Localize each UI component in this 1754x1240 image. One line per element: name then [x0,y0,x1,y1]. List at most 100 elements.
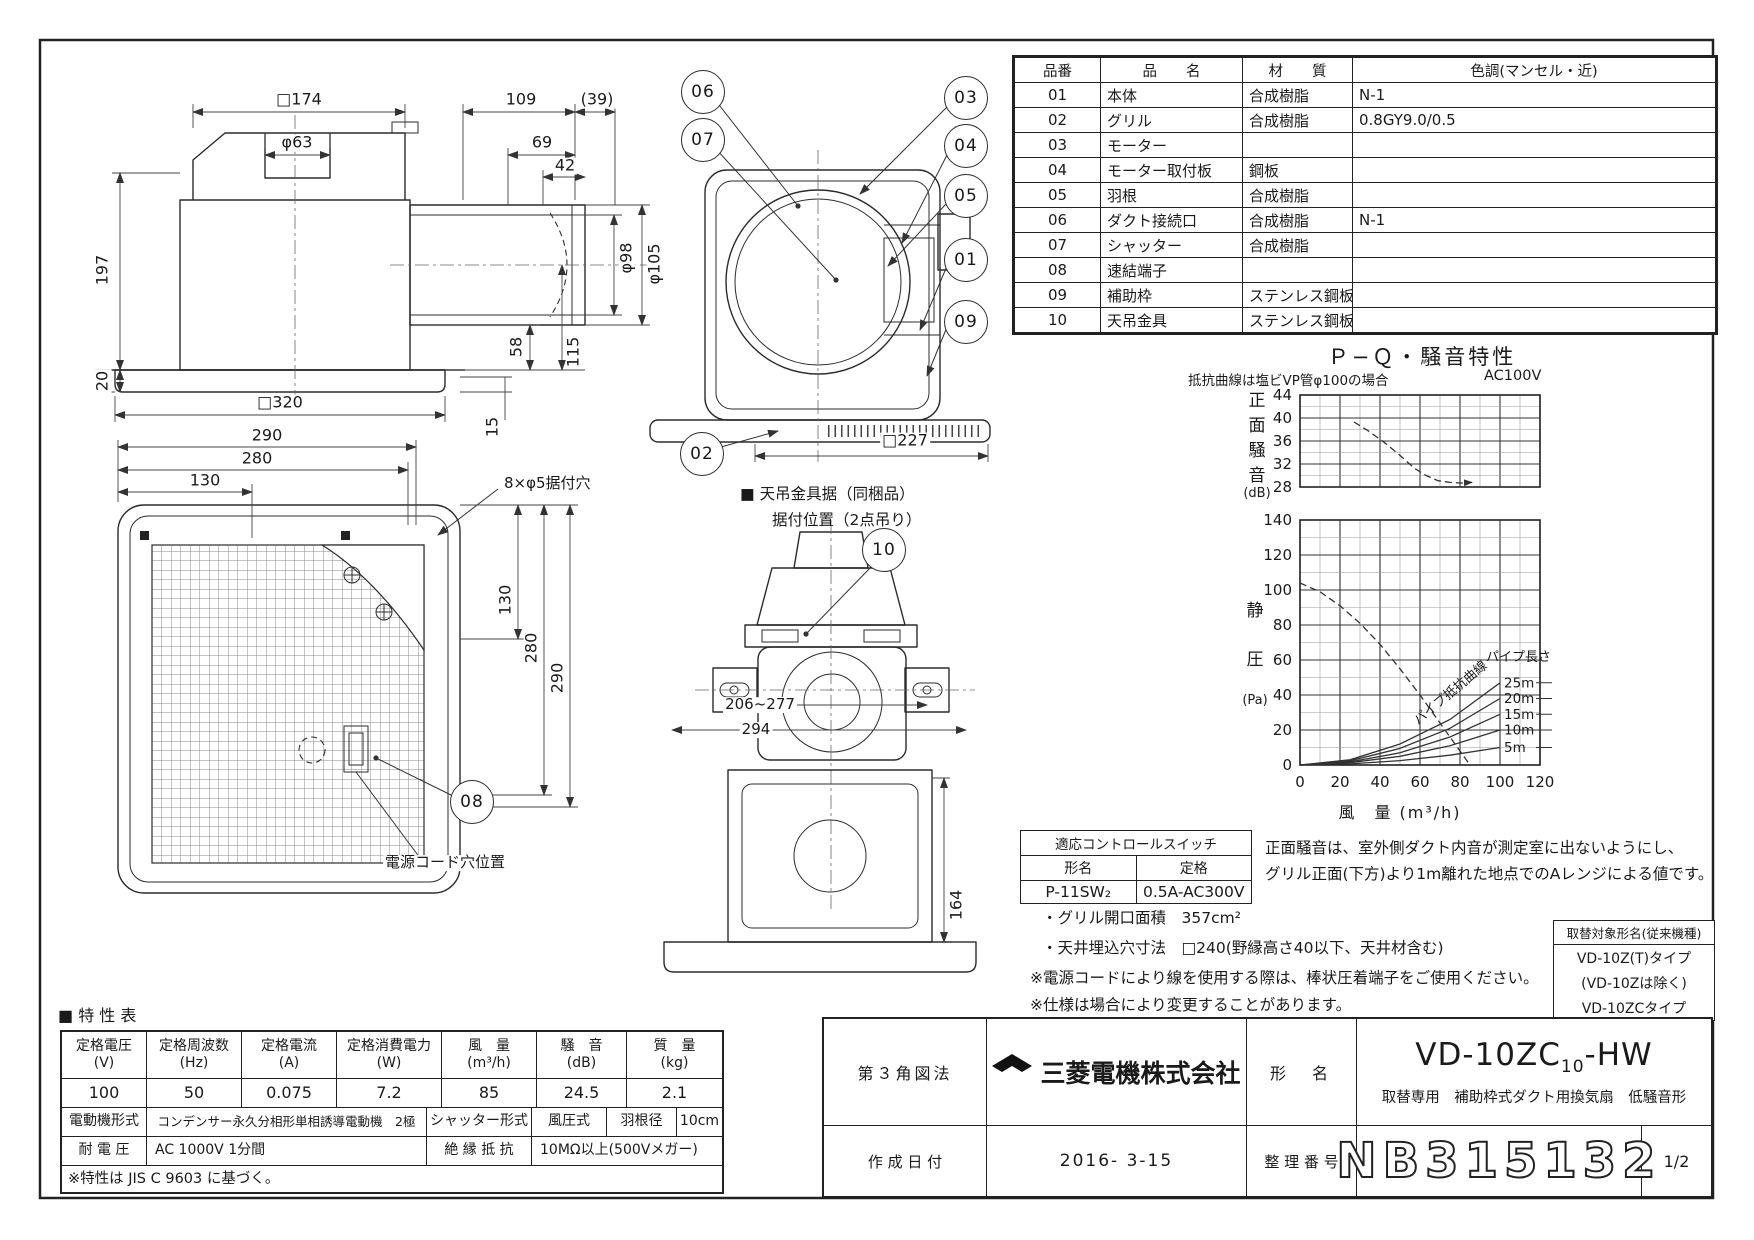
svg-text:44: 44 [1273,386,1292,404]
parts-cell: 羽根 [1100,182,1243,208]
chart-footnote-2: グリル正面(下方)より1m離れた地点でのAレンジによる値です。 [1265,865,1714,883]
pipe-length-label: 20m [1504,691,1534,707]
dim-label: φ105 [644,241,664,287]
dim-label: 8×φ5据付穴 [502,474,593,493]
parts-cell: 04 [1014,157,1101,183]
parts-cell: N-1 [1352,207,1716,233]
spec-row3-cell: 10cm [679,1113,720,1130]
serial-label: 整 理 番 号 [1247,1126,1357,1196]
page-number: 1/2 [1663,1151,1690,1171]
view-front-grille [117,440,578,894]
parts-cell: 05 [1014,182,1101,208]
title-block: 第３角図法 三菱電機株式会社 形 名 VD-10ZC10-HW 取替専用 補助枠… [822,1017,1713,1198]
dim-label: φ63 [279,132,315,152]
view-cross-section [649,100,991,462]
dim-label: 20 [92,368,112,394]
dim-label: □227 [880,430,930,450]
balloon-10: 10 [862,528,906,572]
spec-row3-cell: シャッター形式 [427,1108,532,1136]
model-description: 取替専用 補助枠式ダクト用換気扇 低騒音形 [1381,1090,1687,1107]
balloon-01: 01 [944,238,988,282]
dim-label: φ98 [616,240,636,276]
dim-label: (39) [578,89,616,109]
pipe-length-title: パイプ長さ [1486,650,1551,665]
spec-value-cell: 85 [442,1079,537,1107]
parts-cell [1352,282,1716,308]
parts-cell [1352,307,1716,333]
parts-cell: 07 [1014,232,1101,258]
dim-label: 69 [529,132,555,152]
dim-label: 130 [495,582,515,618]
chart-ylabel-noise: 正面騒音(dB) [1238,386,1276,501]
dim-label: 290 [249,425,285,445]
balloon-08: 08 [450,780,494,824]
dim-label: 130 [187,470,223,490]
chart-note: 抵抗曲線は塩ビVP管φ100の場合 [1188,373,1389,389]
replacement-models-box: 取替対象形名(従来機種) VD-10Z(T)タイプ (VD-10Zは除く) VD… [1553,920,1715,1021]
spec-row3-cell: コンデンサー永久分相形単相誘導電動機 2極 [147,1108,427,1136]
svg-text:36: 36 [1273,432,1292,450]
svg-text:100: 100 [1263,581,1292,599]
chart-ylabel-pressure: 静圧(Pa) [1234,596,1276,708]
ylabel-char: 面 [1248,416,1266,436]
svg-text:32: 32 [1273,455,1292,473]
parts-cell [1352,132,1716,158]
dim-label: 42 [552,155,578,175]
parts-cell: 合成樹脂 [1242,182,1353,208]
note-spec-change: ※仕様は場合により変更することがあります。 [1030,996,1352,1014]
svg-text:20: 20 [1273,721,1292,739]
svg-text:40: 40 [1273,409,1292,427]
balloon-06: 06 [681,70,725,114]
hanger-view-title-1: ■ 天吊金具据（同梱品） [740,485,915,503]
spec-value-cell: 7.2 [337,1079,442,1107]
control-switch-col2: 定格 [1179,861,1208,877]
parts-cell: 08 [1014,257,1101,283]
pipe-length-label: 10m [1504,723,1534,739]
ylabel-char: (dB) [1243,486,1271,501]
parts-cell: モーター取付板 [1100,157,1243,183]
svg-text:20: 20 [1330,773,1349,791]
spec-header-cell: 定格周波数(Hz) [147,1032,242,1078]
parts-cell [1352,257,1716,283]
svg-text:140: 140 [1263,511,1292,529]
control-switch-rating: 0.5A-AC300V [1142,883,1245,901]
parts-cell: 天吊金具 [1100,307,1243,333]
parts-cell: 合成樹脂 [1242,207,1353,233]
parts-cell: 01 [1014,82,1101,108]
pipe-resistance-label: パイプ抵抗曲線 [1410,658,1490,729]
balloon-03: 03 [944,76,988,120]
replacement-line-2: (VD-10Zは除く) [1581,975,1687,992]
spec-row4-cell: 耐 電 圧 [62,1137,147,1165]
chart-footnote-1: 正面騒音は、室外側ダクト内音が測定室に出ないようにし、 [1265,839,1684,857]
dim-label: 15 [482,414,502,440]
parts-cell: 10 [1014,307,1101,333]
parts-cell: 鋼板 [1242,157,1353,183]
svg-text:100: 100 [1486,773,1515,791]
spec-header-cell: 定格電流(A) [242,1032,337,1078]
svg-text:28: 28 [1273,478,1292,496]
ylabel-char: 音 [1248,466,1266,486]
date-label: 作 成 日 付 [824,1126,987,1196]
parts-header-cell: 品番 [1014,57,1101,83]
parts-cell: 09 [1014,282,1101,308]
dim-label: 115 [563,334,583,370]
spec-value-cell: 50 [147,1079,242,1107]
model-number: VD-10ZC10-HW [1415,1036,1653,1078]
parts-cell [1242,257,1353,283]
pipe-length-label: 25m [1504,675,1534,691]
spec-header-cell: 定格電圧(V) [62,1032,147,1078]
pipe-length-label: 15m [1504,707,1534,723]
svg-text:60: 60 [1410,773,1429,791]
svg-text:120: 120 [1526,773,1555,791]
parts-cell [1352,232,1716,258]
parts-cell: 03 [1014,132,1101,158]
parts-cell [1352,182,1716,208]
